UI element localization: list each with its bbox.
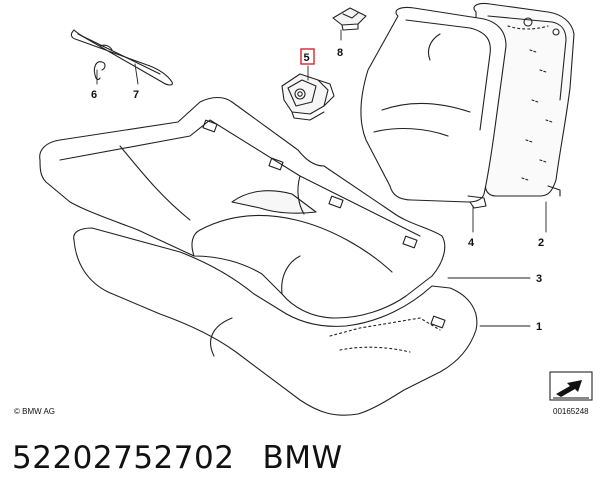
callout-7: 7 [133,89,139,101]
part-4-backrest-cover [360,6,507,209]
part-7-wire [70,29,173,86]
part-5-latch [281,73,335,121]
copyright-text: © BMW AG [14,407,55,416]
brand-name: BMW [262,440,343,476]
callout-5-highlight-box [300,48,315,65]
part-3-seat-cover [39,96,446,319]
part-caption: 52202752702 BMW [12,440,343,476]
callout-4: 4 [468,237,475,249]
part-number: 52202752702 [12,440,235,476]
part-8-clip [332,7,367,31]
callout-5: 5 [304,52,310,64]
callout-2: 2 [538,237,544,249]
orientation-arrow-icon [549,371,593,401]
callout-6: 6 [91,89,97,101]
callout-3: 3 [536,273,542,285]
callout-8: 8 [337,47,343,59]
part-1-seat-foam [73,227,478,416]
diagram-doc-number: 00165248 [553,407,589,416]
part-6-hook [93,61,106,81]
leader-lines [96,29,547,327]
callout-1: 1 [536,321,542,333]
